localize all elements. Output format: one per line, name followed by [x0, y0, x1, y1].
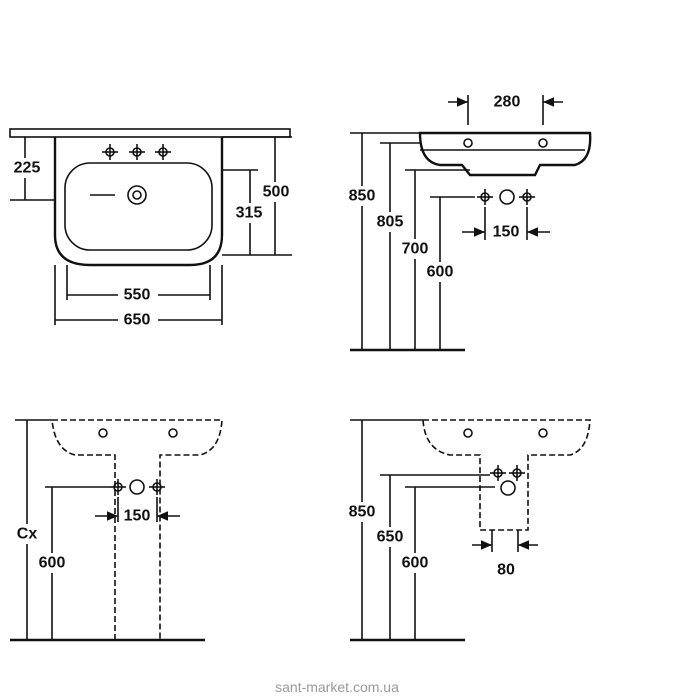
dim-500: 500 — [263, 184, 290, 201]
dim-650: 650 — [124, 312, 151, 329]
supply-pipe-icon — [489, 464, 507, 482]
supply-pipe-icon — [508, 464, 526, 482]
dim-600: 600 — [402, 555, 429, 572]
dim-700: 700 — [402, 241, 429, 258]
waste-pipe-icon — [499, 189, 515, 205]
watermark: sant-market.com.ua — [275, 679, 399, 695]
dim-cx: Cx — [17, 526, 38, 543]
dim-550: 550 — [124, 287, 151, 304]
basin-bowl — [64, 162, 213, 251]
pedestal-front-view: Cx 600 150 — [9, 419, 223, 642]
dim-850: 850 — [349, 188, 376, 205]
front-view: 225 500 315 550 650 — [9, 128, 294, 330]
dim-600: 600 — [39, 555, 66, 572]
dim-150: 150 — [493, 224, 520, 241]
dim-315: 315 — [236, 205, 263, 222]
side-view: 280 850 805 700 600 150 — [344, 94, 592, 352]
supply-pipe-icon — [518, 188, 536, 206]
tap-hole-icon — [154, 143, 172, 161]
tap-hole-icon — [128, 143, 146, 161]
basin-pedestal-outline — [422, 419, 591, 531]
supply-pipe-icon — [476, 188, 494, 206]
supply-pipe-icon — [109, 478, 127, 496]
dim-150: 150 — [124, 508, 151, 525]
dim-80: 80 — [497, 562, 515, 579]
dim-280: 280 — [494, 94, 521, 111]
wall-mount-rail — [9, 128, 291, 138]
basin-pedestal-outline — [51, 419, 223, 640]
pedestal-side-view: 850 650 600 80 — [344, 419, 591, 642]
waste-pipe-icon — [500, 480, 516, 496]
basin-profile — [418, 131, 592, 177]
supply-pipe-icon — [148, 478, 166, 496]
dim-850: 850 — [349, 504, 376, 521]
dim-225: 225 — [14, 160, 41, 177]
drain-icon — [127, 185, 147, 205]
tap-hole-icon — [101, 143, 119, 161]
dim-600: 600 — [427, 264, 454, 281]
dim-650: 650 — [377, 529, 404, 546]
basin-outline — [53, 137, 224, 267]
dim-805: 805 — [377, 214, 404, 231]
waste-pipe-icon — [129, 479, 145, 495]
